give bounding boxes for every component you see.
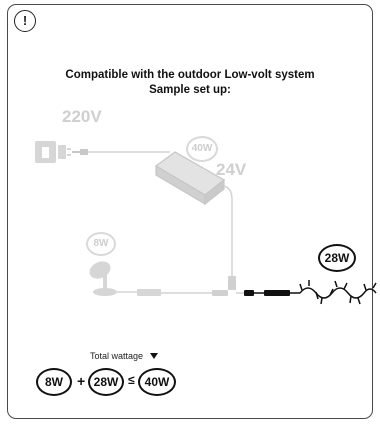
- low-volt-cable: [223, 185, 233, 276]
- less-equal-sign: ≤: [128, 373, 135, 387]
- spotlight-watt-badge: 8W: [86, 232, 116, 256]
- string-lights-icon: [244, 280, 377, 305]
- total-wattage-label: Total wattage: [90, 351, 144, 361]
- equation-term-string: 28W: [88, 368, 124, 396]
- equation-term-spotlight: 8W: [36, 368, 72, 396]
- warning-icon: !: [14, 10, 36, 32]
- low-volt-label: 24V: [216, 160, 247, 179]
- mains-cable-plug: [80, 149, 88, 155]
- transformer-watt-badge: 40W: [186, 136, 218, 162]
- plus-sign: +: [77, 373, 86, 389]
- string-lights-watt-badge: 28W: [318, 244, 356, 272]
- spotlight-plug: [212, 290, 228, 296]
- equation-result: 40W: [138, 368, 176, 396]
- wall-socket-icon: [35, 141, 71, 163]
- spotlight-icon: [89, 261, 138, 296]
- headline-line1: Compatible with the outdoor Low-volt sys…: [65, 69, 315, 81]
- junction-connector: [228, 276, 236, 290]
- headline-line2: Sample set up:: [149, 84, 231, 96]
- arrow-down-icon: [150, 353, 158, 359]
- info-card: [7, 4, 373, 419]
- spotlight-connector: [137, 289, 161, 296]
- mains-voltage-label: 220V: [62, 107, 102, 126]
- headline: Compatible with the outdoor Low-volt sys…: [20, 68, 360, 98]
- transformer-icon: [154, 151, 226, 206]
